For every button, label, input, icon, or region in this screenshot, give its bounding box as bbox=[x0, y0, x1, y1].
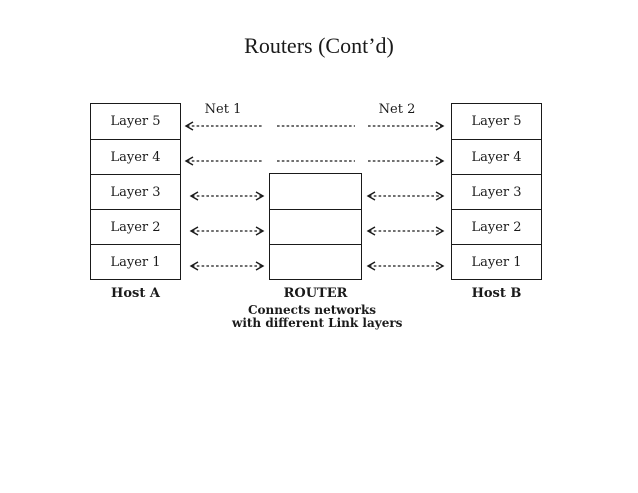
net1-label: Net 1 bbox=[204, 102, 242, 117]
host-b-layer-3: Layer 3 bbox=[452, 174, 541, 209]
host-a-layer-2: Layer 2 bbox=[91, 209, 180, 244]
router-caption: Connects networks with different Link la… bbox=[232, 303, 403, 330]
host-a-label: Host A bbox=[111, 286, 160, 301]
slide-title: Routers (Cont’d) bbox=[244, 33, 394, 58]
router-cell-top bbox=[270, 174, 361, 209]
host-a-layer-1: Layer 1 bbox=[91, 244, 180, 279]
router-label: ROUTER bbox=[283, 286, 348, 301]
host-a-layer-5: Layer 5 bbox=[110, 114, 161, 129]
arrow-layer2-router-hostb bbox=[366, 226, 445, 236]
router-caption-line-2: with different Link layers bbox=[232, 316, 403, 330]
net2-label: Net 2 bbox=[378, 102, 416, 117]
arrow-layer3-router-hostb bbox=[366, 191, 445, 201]
host-a-stack: Layer 5 Layer 4 Layer 3 Layer 2 Layer 1 bbox=[90, 103, 181, 280]
host-a-layer-4: Layer 4 bbox=[91, 139, 180, 174]
arrow-layer2-hosta-router bbox=[189, 226, 265, 236]
arrow-layer5-right bbox=[368, 121, 445, 131]
arrow-layer1-router-hostb bbox=[366, 261, 445, 271]
arrow-layer1-hosta-router bbox=[189, 261, 265, 271]
host-b-layer-2: Layer 2 bbox=[452, 209, 541, 244]
router-caption-line-1: Connects networks bbox=[247, 303, 377, 317]
host-b-layer-4: Layer 4 bbox=[452, 139, 541, 174]
router-stack bbox=[269, 173, 362, 280]
arrow-layer5-left bbox=[184, 121, 262, 131]
router-cell-middle bbox=[270, 209, 361, 244]
host-b-layer-1: Layer 1 bbox=[452, 244, 541, 279]
router-cell-bottom bbox=[270, 244, 361, 279]
arrow-layer3-hosta-router bbox=[189, 191, 265, 201]
host-b-layer-5: Layer 5 bbox=[471, 114, 522, 129]
host-b-stack: Layer 5 Layer 4 Layer 3 Layer 2 Layer 1 bbox=[451, 103, 542, 280]
arrow-layer4-right bbox=[368, 156, 445, 166]
arrow-layer4-left bbox=[184, 156, 262, 166]
host-b-label: Host B bbox=[471, 286, 522, 301]
host-a-layer-3: Layer 3 bbox=[91, 174, 180, 209]
